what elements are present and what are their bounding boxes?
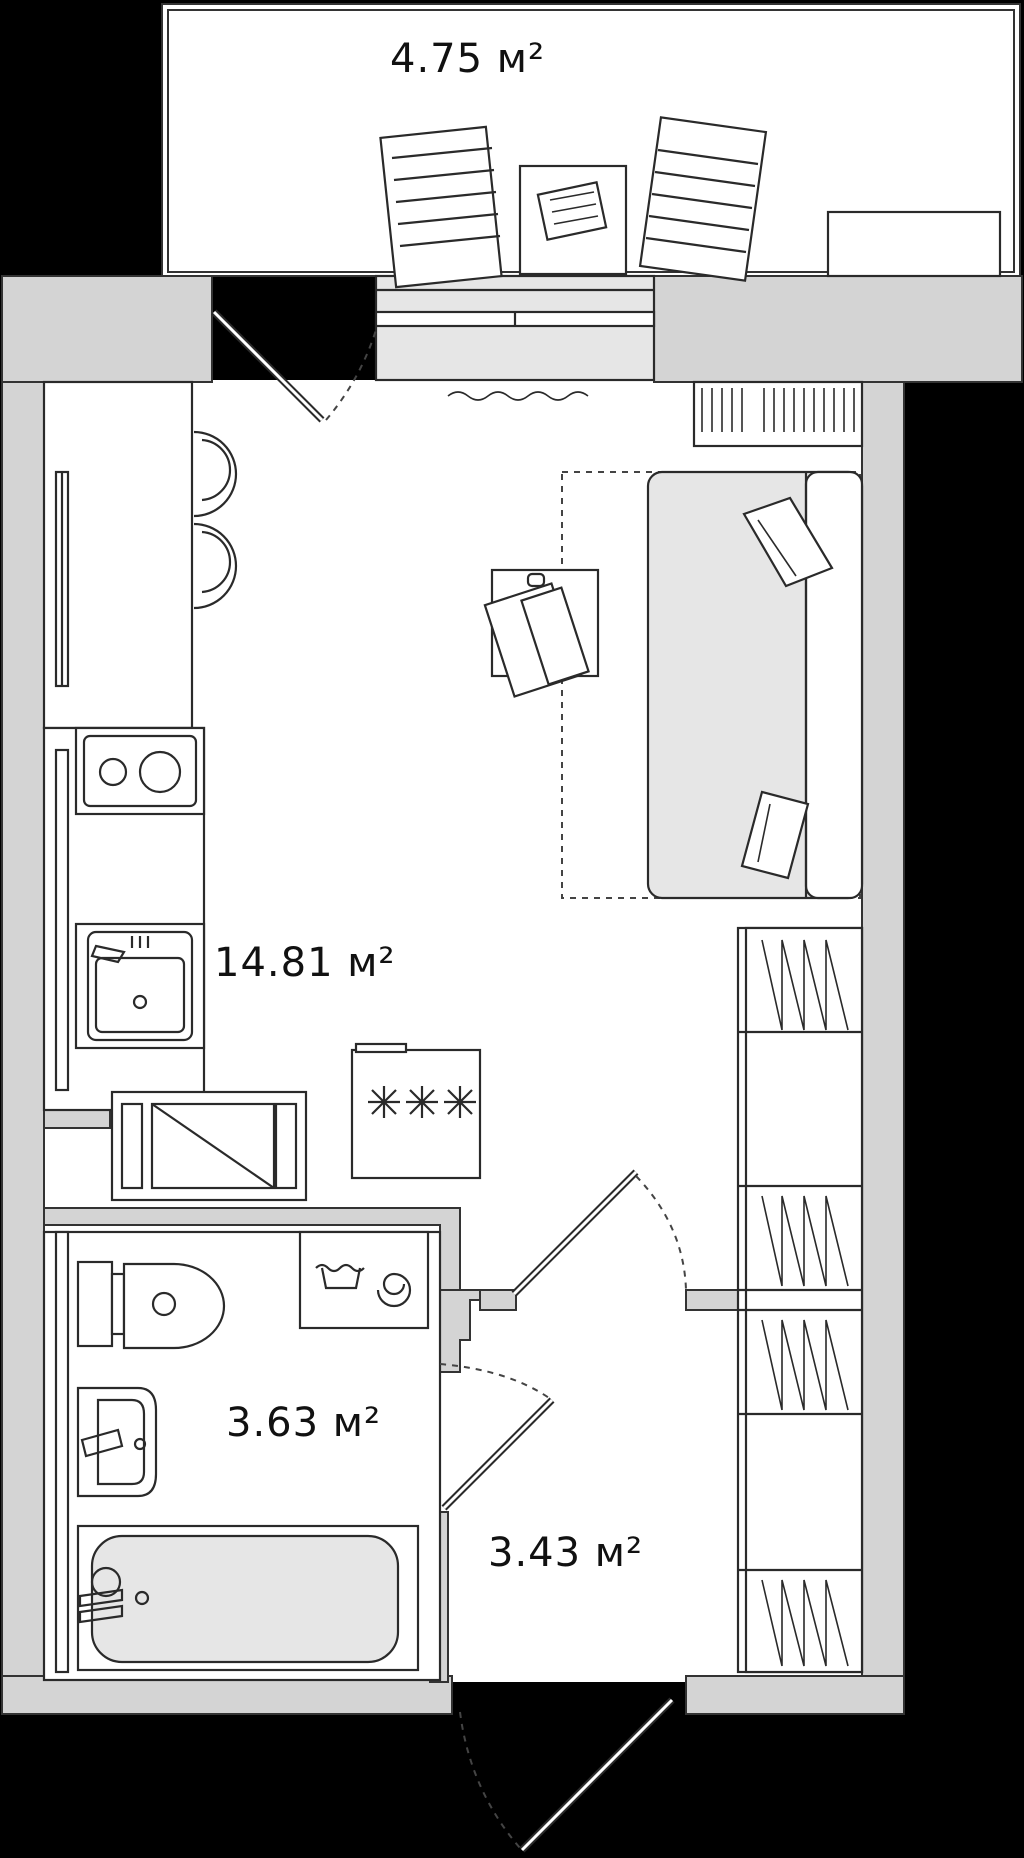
balcony-area-label: 4.75 м² [390,36,545,82]
bathroom-fixtures [42,1230,442,1682]
balcony-chair-right [638,116,768,282]
bookshelf [692,380,864,448]
bar-counter [42,380,194,730]
balcony-table [518,164,628,276]
balcony-chair-left [379,125,503,289]
balcony-cabinet [826,210,1002,278]
bathroom-door [439,1363,555,1511]
sofa [646,470,864,900]
balcony-door [211,309,377,423]
fridge [350,1042,482,1180]
entrance-door [459,1697,675,1853]
living-room-door [511,1169,687,1297]
bathroom-area-label: 3.63 м² [226,1400,381,1446]
kitchen-units [42,726,206,1112]
living-kitchen-area-label: 14.81 м² [214,940,396,986]
balcony-window-sill [374,274,656,401]
oven [110,1090,308,1202]
laptop-table [483,568,600,698]
walls [1,275,1023,1715]
hallway-area-label: 3.43 м² [488,1530,643,1576]
wardrobe [736,926,864,1674]
bar-stools [193,430,238,610]
